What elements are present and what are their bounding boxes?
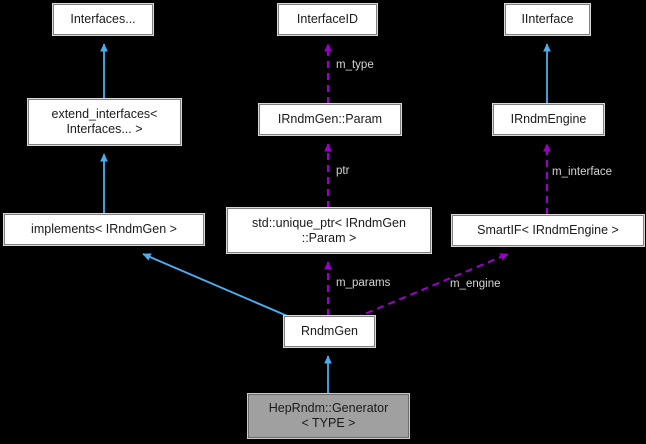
edge-rndmgen-to-implements bbox=[142, 253, 293, 319]
node-implements[interactable]: implements< IRndmGen > bbox=[3, 213, 205, 246]
node-extend-interfaces[interactable]: extend_interfaces< Interfaces... > bbox=[27, 98, 182, 146]
node-rndmgen[interactable]: RndmGen bbox=[283, 315, 376, 348]
node-irndmgen-param[interactable]: IRndmGen::Param bbox=[258, 103, 402, 136]
node-interfaces[interactable]: Interfaces... bbox=[52, 3, 154, 36]
node-smartif[interactable]: SmartIF< IRndmEngine > bbox=[451, 214, 645, 247]
node-iinterface[interactable]: IInterface bbox=[504, 3, 591, 36]
edge-label-m-type: m_type bbox=[336, 59, 374, 71]
node-interfaceid[interactable]: InterfaceID bbox=[277, 3, 378, 36]
edge-label-m-params: m_params bbox=[336, 277, 391, 289]
edge-label-ptr: ptr bbox=[336, 165, 350, 177]
node-unique-ptr[interactable]: std::unique_ptr< IRndmGen ::Param > bbox=[226, 207, 432, 254]
node-irndmengine[interactable]: IRndmEngine bbox=[492, 103, 605, 136]
edge-rndmgen-to-smartif bbox=[354, 253, 509, 319]
edge-label-m-interface: m_interface bbox=[552, 166, 613, 178]
node-hepndm-generator: HepRndm::Generator < TYPE > bbox=[247, 393, 410, 439]
edge-label-m-engine: m_engine bbox=[450, 278, 501, 290]
